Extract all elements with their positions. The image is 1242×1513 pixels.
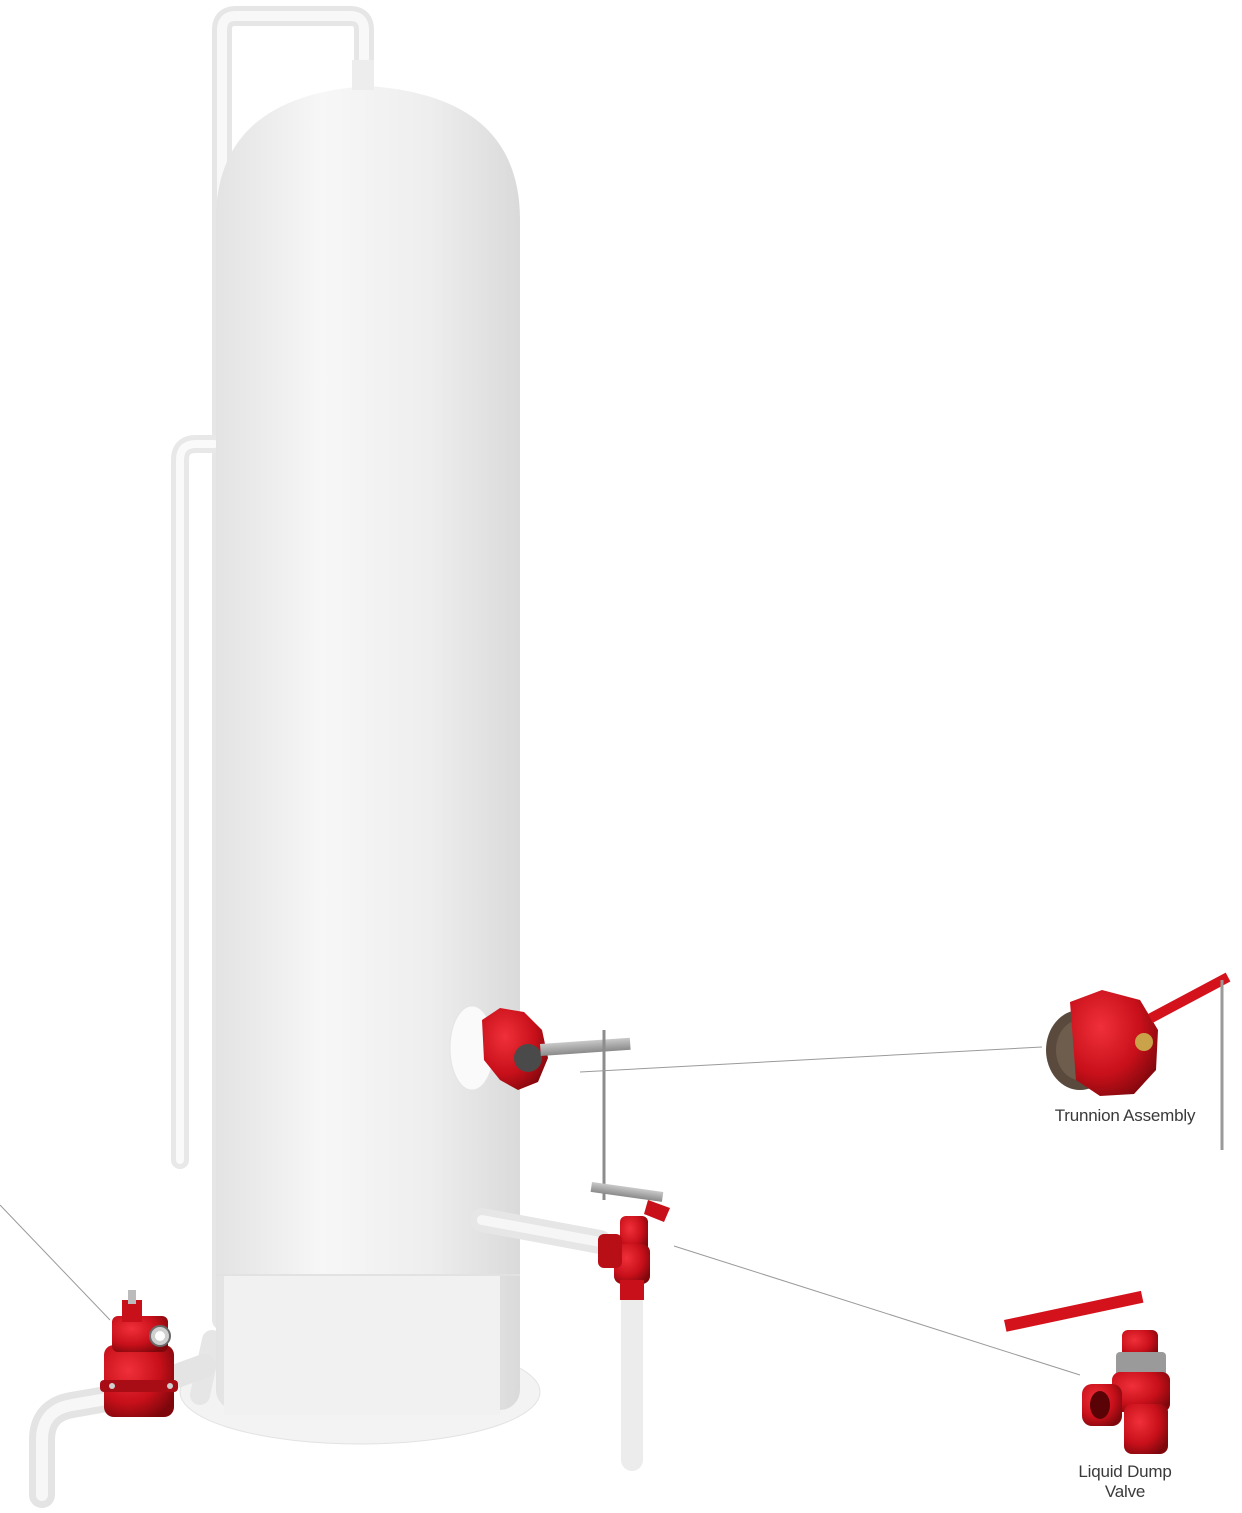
side-pipe: [180, 444, 214, 1160]
trunnion-assembly-label: Trunnion Assembly: [1040, 1106, 1210, 1126]
liquid-dump-valve-icon: [1004, 1291, 1170, 1454]
dump-valve-leader-line: [674, 1246, 1080, 1375]
pressure-regulator-icon: [100, 1290, 178, 1417]
trunnion-leader-line: [580, 1047, 1042, 1072]
regulator-leader-line: [0, 1205, 110, 1320]
liquid-dump-valve-label: Liquid Dump Valve: [1060, 1462, 1190, 1502]
